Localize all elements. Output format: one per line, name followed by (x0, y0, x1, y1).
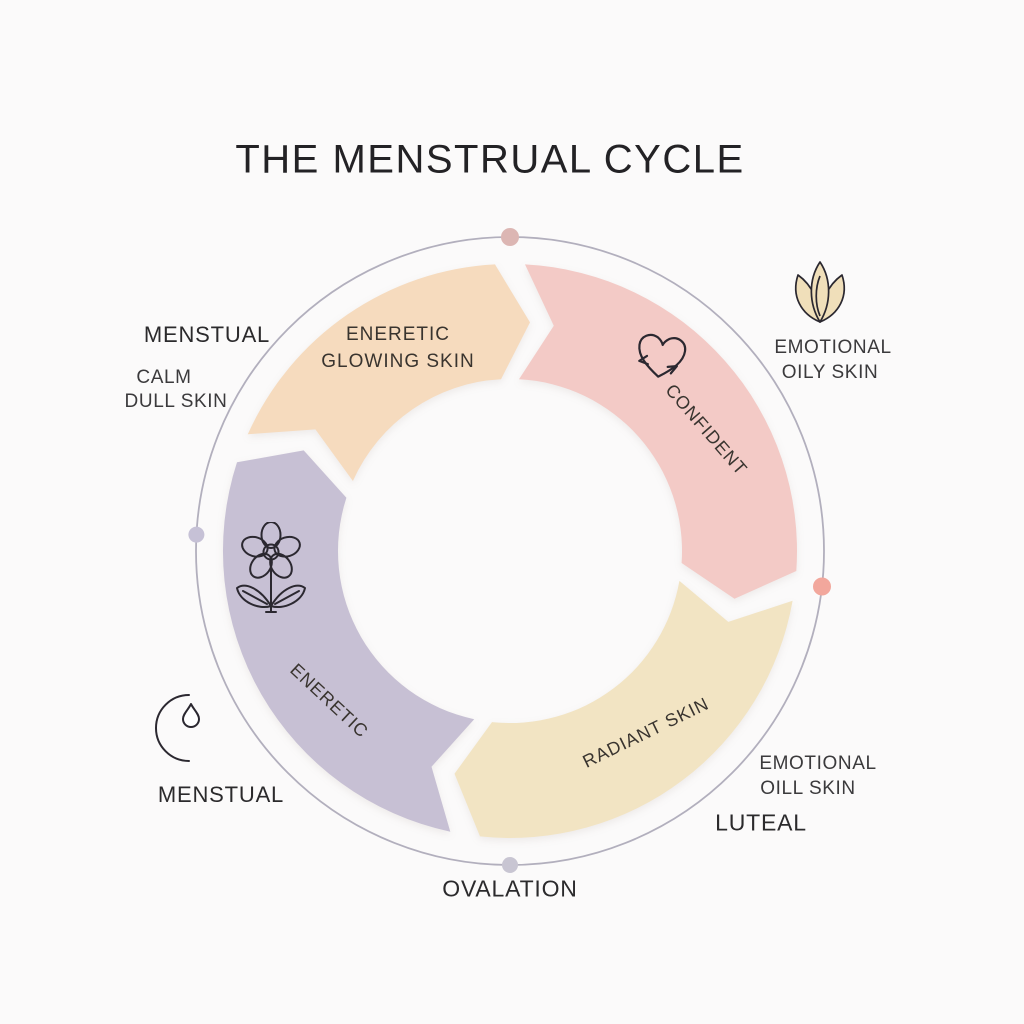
crescent-moon-drop-icon (155, 694, 200, 762)
guide-circle-dot (502, 857, 518, 873)
label-ovulation: OVALATION (442, 875, 578, 902)
guide-circle-dot (501, 228, 519, 246)
guide-circle-dot (813, 577, 831, 596)
label-oill-skin-bottom-right: OILL SKIN (760, 778, 856, 799)
label-dull-skin: DULL SKIN (124, 391, 228, 412)
arc-label-line: ENERETIC (345, 324, 451, 345)
arc-label-glowing-skin: ENERETIC GLOWING SKIN (321, 321, 474, 375)
label-calm: CALM (136, 367, 192, 388)
ring-segment-follicular-peach (247, 264, 531, 481)
guide-circle-dot (188, 526, 205, 543)
label-menstrual-bottom: MENSTUAL (157, 782, 285, 807)
page-title: THE MENSTRUAL CYCLE (235, 137, 745, 182)
label-oily-skin-right: OILY SKIN (781, 362, 879, 383)
label-luteal: LUTEAL (715, 809, 807, 836)
ring-segment-luteal-cream (454, 580, 793, 838)
ring-segment-menstrual-purple (222, 450, 475, 832)
ring-segment-ovulation-pink (519, 264, 797, 599)
label-menstrual-top: MENSTUAL (143, 322, 271, 347)
heart-cycle-icon (638, 333, 687, 378)
flower-icon (236, 522, 306, 613)
arc-label-line: GLOWING SKIN (321, 351, 475, 372)
lotus-icon (794, 261, 846, 323)
label-emotional-right: EMOTIONAL (774, 337, 892, 358)
label-emotional-bottom-right: EMOTIONAL (759, 753, 877, 774)
